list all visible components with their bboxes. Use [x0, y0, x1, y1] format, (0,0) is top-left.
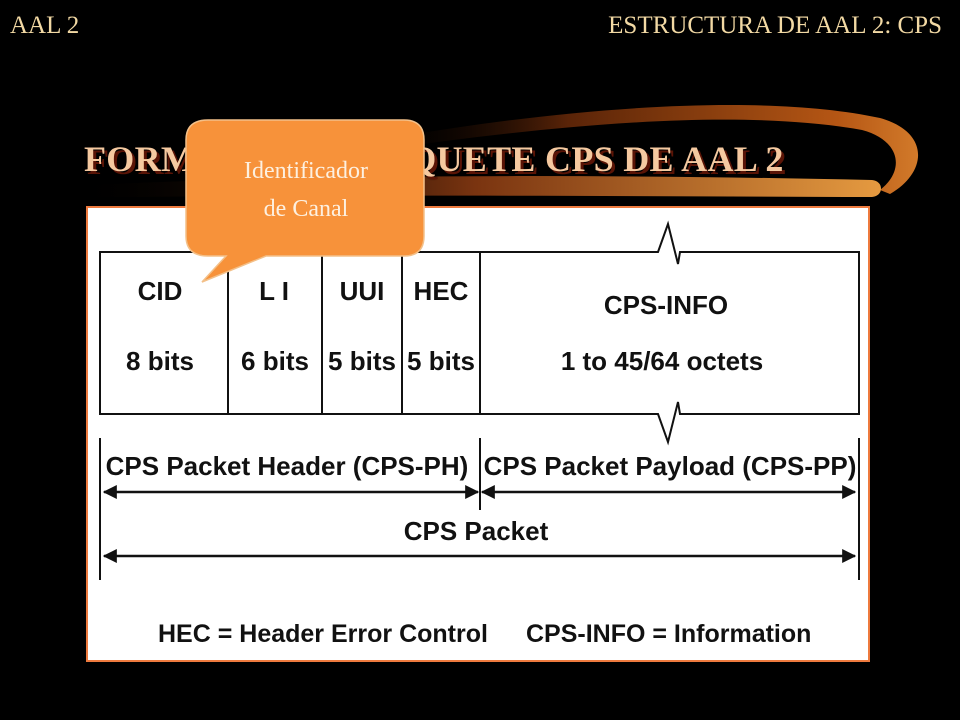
- field-name-cid: CID: [138, 276, 183, 306]
- header-slide-topic: ESTRUCTURA DE AAL 2: CPS: [608, 12, 942, 39]
- field-size-cid: 8 bits: [126, 346, 194, 376]
- packet-outline: [99, 220, 860, 446]
- field-size-hec: 5 bits: [407, 346, 475, 376]
- payload-span-label: CPS Packet Payload (CPS-PP): [484, 451, 857, 481]
- cps-packet-diagram: CID L I UUI HEC CPS-INFO 8 bits 6 bits 5…: [99, 220, 860, 648]
- field-size-cps-info: 1 to 45/64 octets: [561, 346, 763, 376]
- header-span-label: CPS Packet Header (CPS-PH): [106, 451, 469, 481]
- field-size-li: 6 bits: [241, 346, 309, 376]
- callout-line-1: Identificador: [244, 158, 368, 184]
- diagram-panel: CID L I UUI HEC CPS-INFO 8 bits 6 bits 5…: [86, 206, 870, 662]
- legend-hec: HEC = Header Error Control: [158, 620, 488, 648]
- field-name-li: L I: [259, 276, 289, 306]
- header-section-label: AAL 2: [10, 12, 80, 39]
- field-name-cps-info: CPS-INFO: [604, 290, 728, 320]
- legend-cps-info: CPS-INFO = Information: [526, 620, 811, 648]
- callout-text: Identificador de Canal: [186, 152, 426, 228]
- field-name-hec: HEC: [414, 276, 469, 306]
- callout-line-2: de Canal: [263, 196, 349, 222]
- field-name-uui: UUI: [340, 276, 385, 306]
- packet-span-label: CPS Packet: [404, 516, 549, 546]
- field-size-uui: 5 bits: [328, 346, 396, 376]
